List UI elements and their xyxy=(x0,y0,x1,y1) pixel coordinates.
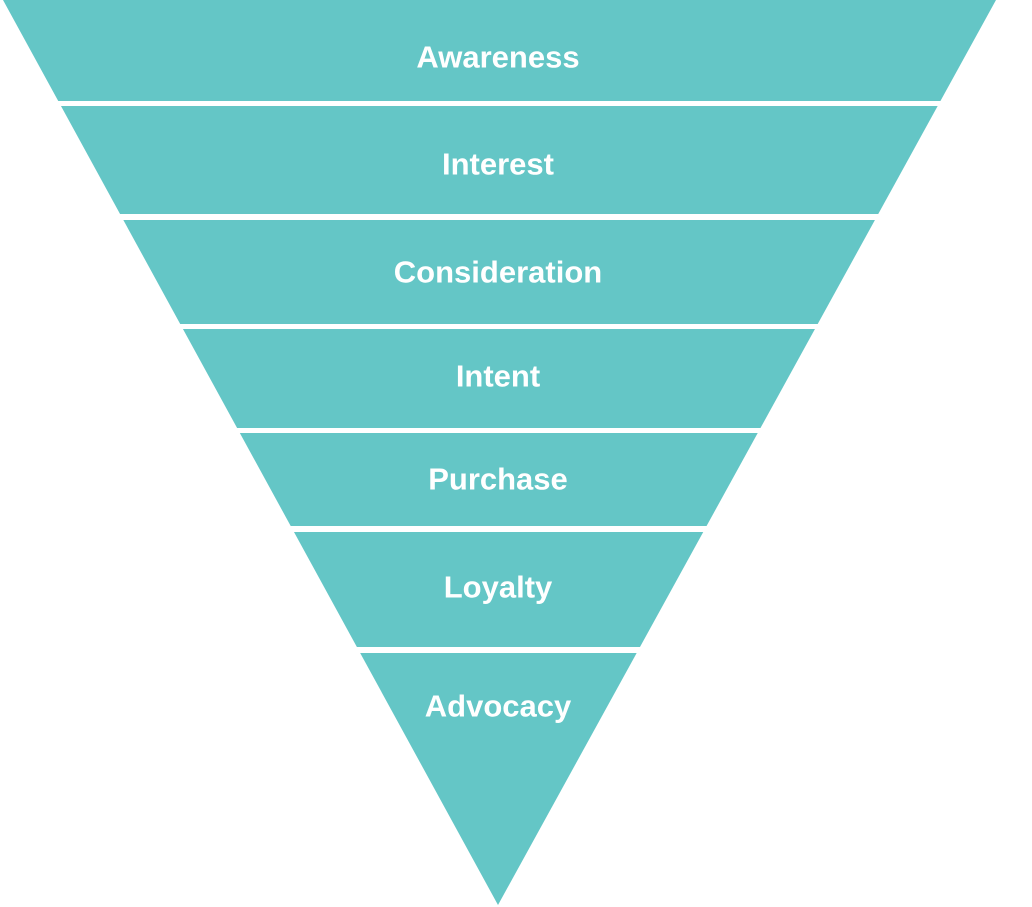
funnel-stage-interest-label: Interest xyxy=(442,147,554,182)
funnel-stage-awareness-label: Awareness xyxy=(416,40,579,75)
funnel-stage-purchase: Purchase xyxy=(239,433,758,526)
funnel-stage-interest: Interest xyxy=(60,106,938,214)
funnel-stage-advocacy: Advocacy xyxy=(360,653,637,905)
funnel-stage-consideration: Consideration xyxy=(123,220,875,324)
funnel-stage-awareness-shape xyxy=(3,0,996,101)
funnel-stage-loyalty: Loyalty xyxy=(293,532,704,647)
funnel-stage-advocacy-shape xyxy=(360,653,637,905)
funnel-stage-advocacy-label: Advocacy xyxy=(425,689,572,724)
funnel-stage-interest-shape xyxy=(60,106,938,214)
funnel-stage-loyalty-shape xyxy=(293,532,704,647)
funnel-stage-loyalty-label: Loyalty xyxy=(444,570,553,605)
funnel-stage-intent: Intent xyxy=(182,329,815,428)
funnel-stage-purchase-label: Purchase xyxy=(428,462,568,497)
funnel-stage-consideration-label: Consideration xyxy=(394,255,602,290)
funnel-stage-intent-label: Intent xyxy=(456,359,540,394)
funnel-stage-consideration-shape xyxy=(123,220,875,324)
funnel-stage-intent-shape xyxy=(182,329,815,428)
funnel-stage-purchase-shape xyxy=(239,433,758,526)
funnel-stage-awareness: Awareness xyxy=(3,0,996,101)
